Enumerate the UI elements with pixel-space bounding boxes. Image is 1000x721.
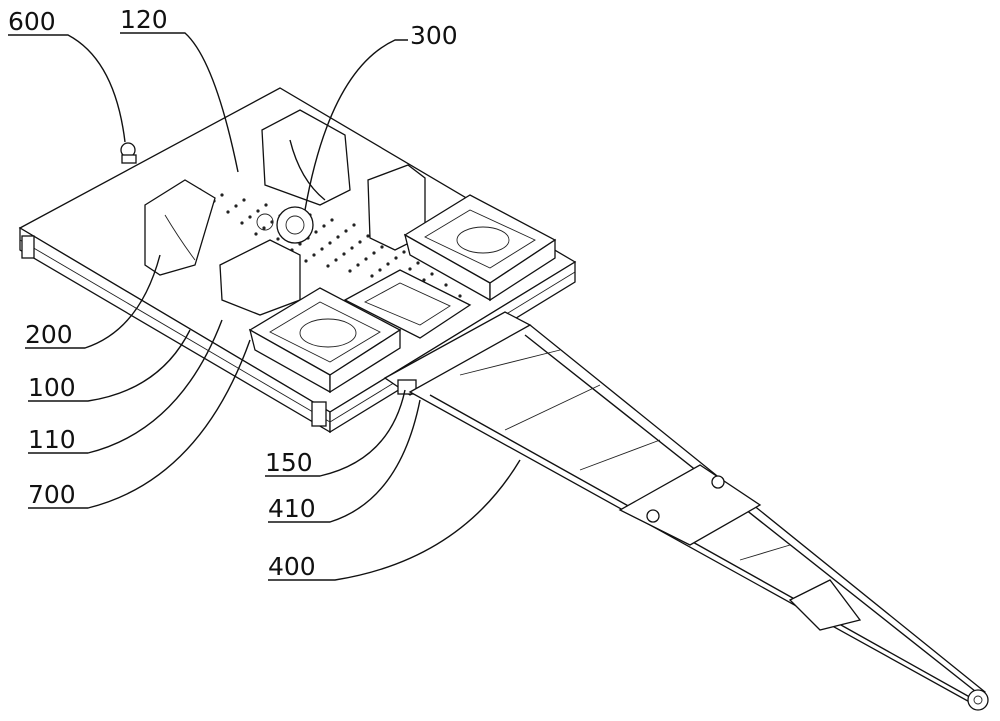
- label-100: 100: [28, 373, 76, 402]
- hopper-front: [248, 287, 402, 394]
- perforation-hole: [312, 253, 316, 257]
- perforation-hole: [342, 252, 346, 256]
- perforation-hole: [336, 235, 340, 239]
- perforation-hole: [366, 234, 370, 238]
- perforation-hole: [248, 215, 252, 219]
- leader-lines: [8, 32, 521, 581]
- perforation-hole: [242, 198, 246, 202]
- tow-bar-400: [408, 324, 989, 711]
- perforation-hole: [234, 204, 238, 208]
- perforation-hole: [364, 257, 368, 261]
- perforation-hole: [378, 268, 382, 272]
- label-110: 110: [28, 425, 76, 454]
- perforation-hole: [408, 267, 412, 271]
- label-600: 600: [8, 7, 56, 36]
- perforation-hole: [304, 259, 308, 263]
- perforation-hole: [356, 263, 360, 267]
- perforation-hole: [220, 193, 224, 197]
- perforation-hole: [370, 274, 374, 278]
- perforation-hole: [326, 264, 330, 268]
- perforation-hole: [416, 261, 420, 265]
- perforation-hole: [458, 294, 462, 298]
- perforation-hole: [352, 223, 356, 227]
- label-410: 410: [268, 494, 316, 523]
- perforation-hole: [380, 245, 384, 249]
- perforation-hole: [328, 241, 332, 245]
- mechanism-300: [256, 206, 314, 244]
- perforation-hole: [320, 247, 324, 251]
- hopper-rear: [403, 194, 557, 302]
- perforation-hole: [262, 226, 266, 230]
- perforation-hole: [256, 209, 260, 213]
- perforation-hole: [372, 251, 376, 255]
- perforation-hole: [226, 210, 230, 214]
- perforation-hole: [330, 218, 334, 222]
- label-150: 150: [265, 448, 313, 477]
- center-frame: [343, 269, 472, 339]
- perforation-hole: [334, 258, 338, 262]
- perforation-hole: [322, 224, 326, 228]
- support-200: [144, 109, 426, 316]
- label-400: 400: [268, 552, 316, 581]
- perforation-hole: [402, 250, 406, 254]
- perforation-hole: [264, 203, 268, 207]
- perforation-hole: [314, 230, 318, 234]
- label-120: 120: [120, 5, 168, 34]
- perforation-hole: [444, 283, 448, 287]
- label-200: 200: [25, 320, 73, 349]
- perforation-hole: [344, 229, 348, 233]
- perforation-hole: [358, 240, 362, 244]
- perforation-hole: [240, 221, 244, 225]
- perforation-hole: [350, 246, 354, 250]
- perforation-hole: [254, 232, 258, 236]
- lifting-lug-600: [120, 142, 137, 164]
- perforation-hole: [430, 272, 434, 276]
- perforation-hole: [348, 269, 352, 273]
- perforation-hole: [276, 237, 280, 241]
- perforation-hole: [386, 262, 390, 266]
- perforation-hole: [422, 278, 426, 282]
- label-300: 300: [410, 21, 458, 50]
- label-700: 700: [28, 480, 76, 509]
- perforation-hole: [298, 242, 302, 246]
- perforation-hole: [394, 256, 398, 260]
